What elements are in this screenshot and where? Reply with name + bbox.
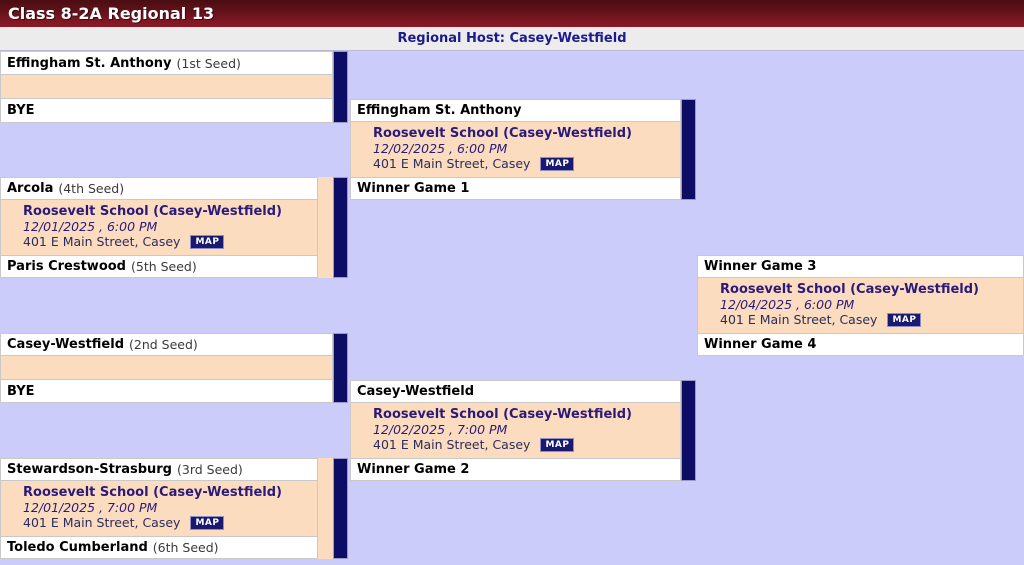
- game-info-box: Roosevelt School (Casey-Westfield) 12/02…: [350, 122, 681, 177]
- game-address: 401 E Main Street, Casey: [23, 515, 181, 530]
- bracket-connector-bar: [681, 99, 696, 200]
- team-name: Winner Game 4: [704, 337, 817, 352]
- game-address: 401 E Main Street, Casey: [720, 312, 878, 327]
- game-datetime: 12/02/2025 , 6:00 PM: [373, 141, 508, 156]
- team-seed: (2nd Seed): [129, 337, 198, 352]
- team-seed: (3rd Seed): [177, 462, 243, 477]
- game-address: 401 E Main Street, Casey: [373, 156, 531, 171]
- team-row[interactable]: Effingham St. Anthony: [350, 99, 681, 122]
- title-bar: Class 8-2A Regional 13: [0, 0, 1024, 27]
- bracket-connector-bar: [333, 333, 348, 403]
- game-address: 401 E Main Street, Casey: [373, 437, 531, 452]
- regional-host-label: Regional Host: Casey-Westfield: [397, 31, 627, 46]
- team-row[interactable]: Casey-Westfield: [350, 380, 681, 403]
- team-row[interactable]: BYE: [0, 379, 333, 403]
- bracket-connector-bar: [681, 380, 696, 481]
- bracket-fill-strip: [318, 177, 333, 278]
- game-datetime: 12/01/2025 , 6:00 PM: [23, 219, 158, 234]
- game-address: 401 E Main Street, Casey: [23, 234, 181, 249]
- team-row[interactable]: Toledo Cumberland (6th Seed): [0, 536, 318, 559]
- map-button[interactable]: MAP: [540, 437, 575, 452]
- team-row[interactable]: Winner Game 2: [350, 458, 681, 481]
- team-row[interactable]: Arcola (4th Seed): [0, 177, 318, 200]
- map-button[interactable]: MAP: [540, 156, 575, 171]
- team-name: Winner Game 3: [704, 259, 817, 274]
- team-seed: (1st Seed): [176, 55, 241, 71]
- game-venue: Roosevelt School (Casey-Westfield): [373, 126, 632, 141]
- team-name: Paris Crestwood: [7, 259, 126, 274]
- team-row[interactable]: Winner Game 4: [697, 333, 1024, 356]
- team-row[interactable]: Winner Game 1: [350, 177, 681, 200]
- game-datetime: 12/04/2025 , 6:00 PM: [720, 297, 855, 312]
- game-info-box: Roosevelt School (Casey-Westfield) 12/02…: [350, 403, 681, 458]
- bracket-connector-bar: [333, 177, 348, 278]
- team-name: Casey-Westfield: [357, 384, 475, 399]
- team-name: Stewardson-Strasburg: [7, 462, 172, 477]
- team-name: Effingham St. Anthony: [357, 103, 522, 118]
- team-row[interactable]: Paris Crestwood (5th Seed): [0, 255, 318, 278]
- team-name: Winner Game 2: [357, 462, 470, 477]
- game-info-box: [0, 356, 333, 379]
- team-row[interactable]: BYE: [0, 98, 333, 123]
- map-button[interactable]: MAP: [887, 312, 922, 327]
- game-venue: Roosevelt School (Casey-Westfield): [373, 407, 632, 422]
- team-name: BYE: [7, 383, 35, 399]
- team-name: Effingham St. Anthony: [7, 55, 172, 71]
- game-info-box: [0, 75, 333, 98]
- map-button[interactable]: MAP: [190, 515, 225, 530]
- team-name: Casey-Westfield: [7, 337, 125, 352]
- map-button[interactable]: MAP: [190, 234, 225, 249]
- team-name: BYE: [7, 103, 35, 118]
- page-title: Class 8-2A Regional 13: [8, 4, 215, 23]
- team-seed: (4th Seed): [58, 181, 125, 196]
- team-row[interactable]: Winner Game 3: [697, 255, 1024, 278]
- team-row[interactable]: Effingham St. Anthony (1st Seed): [0, 51, 333, 75]
- bracket-fill-strip: [318, 458, 333, 559]
- team-name: Winner Game 1: [357, 181, 470, 196]
- game-info-box: Roosevelt School (Casey-Westfield) 12/01…: [0, 200, 318, 255]
- regional-host-band: Regional Host: Casey-Westfield: [0, 27, 1024, 51]
- game-info-box: Roosevelt School (Casey-Westfield) 12/04…: [697, 278, 1024, 333]
- game-venue: Roosevelt School (Casey-Westfield): [720, 282, 979, 297]
- team-seed: (5th Seed): [130, 259, 197, 274]
- team-row[interactable]: Stewardson-Strasburg (3rd Seed): [0, 458, 318, 481]
- bracket-connector-bar: [333, 51, 348, 123]
- game-venue: Roosevelt School (Casey-Westfield): [23, 485, 282, 500]
- game-datetime: 12/02/2025 , 7:00 PM: [373, 422, 508, 437]
- game-datetime: 12/01/2025 , 7:00 PM: [23, 500, 158, 515]
- bracket-connector-bar: [333, 458, 348, 559]
- team-name: Toledo Cumberland: [7, 540, 148, 555]
- team-row[interactable]: Casey-Westfield (2nd Seed): [0, 333, 333, 356]
- team-seed: (6th Seed): [152, 540, 219, 555]
- game-info-box: Roosevelt School (Casey-Westfield) 12/01…: [0, 481, 318, 536]
- team-name: Arcola: [7, 181, 54, 196]
- game-venue: Roosevelt School (Casey-Westfield): [23, 204, 282, 219]
